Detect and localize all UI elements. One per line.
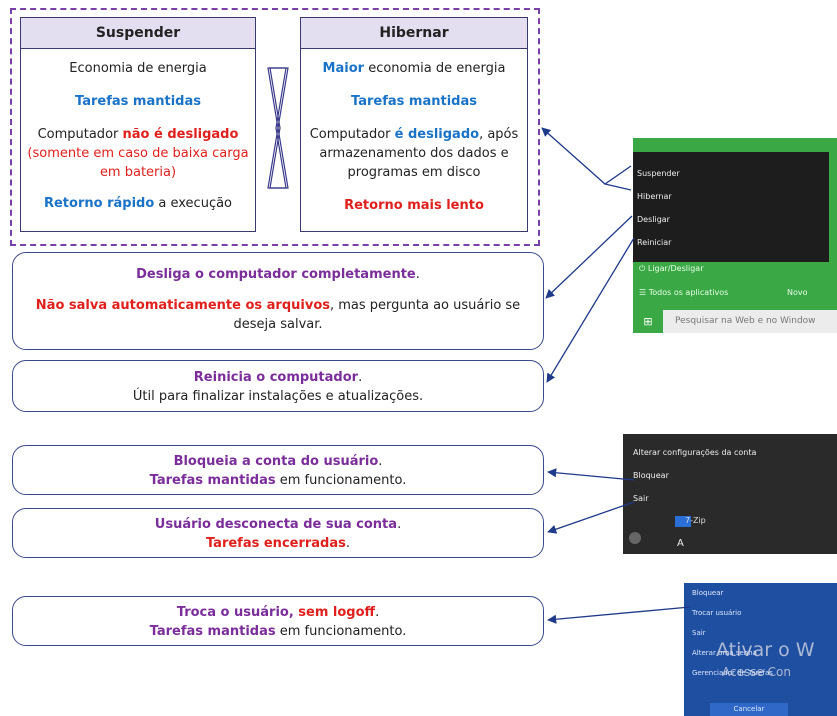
watermark-line1: Ativar o W <box>716 639 815 661</box>
power-menu-list: Suspender Hibernar Desligar Reiniciar <box>633 152 829 262</box>
suspender-line2: Tarefas mantidas <box>75 94 201 109</box>
bloquear-box: Bloqueia a conta do usuário. Tarefas man… <box>12 445 544 495</box>
suspender-line1: Economia de energia <box>69 61 207 76</box>
suspend-hibernate-group <box>10 8 540 246</box>
suspender-line4: Retorno rápido a execução <box>43 196 233 211</box>
taskbar-search[interactable]: ⊞ Pesquisar na Web e no Window <box>633 310 837 333</box>
power-menu-screenshot: Suspender Hibernar Desligar Reiniciar ⏻ … <box>633 138 837 333</box>
sair-box: Usuário desconecta de sua conta. Tarefas… <box>12 508 544 558</box>
hibernar-line3: Computador é desligado, após armazenamen… <box>309 127 519 180</box>
new-label: Novo <box>787 288 808 297</box>
reiniciar-line1: Reinicia o computador. <box>193 370 363 385</box>
bloquear-line1: Bloqueia a conta do usuário. <box>173 454 383 469</box>
search-placeholder: Pesquisar na Web e no Window <box>675 316 816 326</box>
suspender-panel: Suspender Economia de energia Tarefas ma… <box>20 17 256 232</box>
trocar-line1: Troca o usuário, sem logoff. <box>176 605 380 620</box>
watermark-line2: Acesse Con <box>722 665 792 679</box>
desligar-line1: Desliga o computador completamente. <box>136 267 420 282</box>
letter-a: A <box>677 538 684 549</box>
ctrl-alt-del-screenshot: Bloquear Trocar usuário Sair Alterar uma… <box>684 583 837 716</box>
all-apps-button[interactable]: ☰ Todos os aplicativos Novo <box>639 288 808 297</box>
ctrl-item-sair[interactable]: Sair <box>692 629 706 637</box>
hibernar-title: Hibernar <box>301 18 527 49</box>
power-icon: ⏻ <box>639 264 646 273</box>
sair-line1: Usuário desconecta de sua conta. <box>154 517 402 532</box>
ctrl-item-gerenciador[interactable]: Gerenciador de Tarefas <box>692 669 773 677</box>
hibernar-line1: Maior economia de energia <box>322 61 506 76</box>
sair-line2: Tarefas encerradas. <box>205 536 351 551</box>
windows-icon[interactable]: ⊞ <box>633 310 663 333</box>
menu-item-bloquear[interactable]: Bloquear <box>633 471 669 480</box>
suspender-title: Suspender <box>21 18 255 49</box>
power-button[interactable]: ⏻ Ligar/Desligar <box>639 264 704 273</box>
menu-item-reiniciar[interactable]: Reiniciar <box>637 238 672 247</box>
ctrl-item-bloquear[interactable]: Bloquear <box>692 589 724 597</box>
hibernar-panel: Hibernar Maior economia de energia Taref… <box>300 17 528 232</box>
desligar-box: Desliga o computador completamente. Não … <box>12 252 544 350</box>
menu-item-hibernar[interactable]: Hibernar <box>637 192 672 201</box>
desligar-line2: Não salva automaticamente os arquivos, m… <box>35 298 521 332</box>
suspender-line3: Computador não é desligado (somente em c… <box>27 127 249 180</box>
list-icon: ☰ <box>639 288 647 297</box>
ctrl-cancel-button[interactable]: Cancelar <box>710 703 788 716</box>
app-7zip[interactable]: 7-Zip <box>685 516 706 525</box>
reiniciar-box: Reinicia o computador. Útil para finaliz… <box>12 360 544 412</box>
trocar-line2: Tarefas mantidas em funcionamento. <box>149 624 407 639</box>
reiniciar-line2: Útil para finalizar instalações e atuali… <box>132 389 424 404</box>
trocar-box: Troca o usuário, sem logoff. Tarefas man… <box>12 596 544 646</box>
menu-item-alterar-conta[interactable]: Alterar configurações da conta <box>633 448 757 457</box>
account-menu-screenshot: Alterar configurações da conta Bloquear … <box>623 434 837 554</box>
ctrl-item-trocar[interactable]: Trocar usuário <box>692 609 742 617</box>
ctrl-item-senha[interactable]: Alterar uma senha <box>692 649 757 657</box>
avatar[interactable] <box>629 532 641 544</box>
menu-item-suspender[interactable]: Suspender <box>637 169 680 178</box>
menu-item-desligar[interactable]: Desligar <box>637 215 670 224</box>
bloquear-line2: Tarefas mantidas em funcionamento. <box>149 473 407 488</box>
hibernar-line4: Retorno mais lento <box>344 198 484 213</box>
menu-item-sair[interactable]: Sair <box>633 494 649 503</box>
hibernar-line2: Tarefas mantidas <box>351 94 477 109</box>
folder-icon <box>675 516 691 527</box>
